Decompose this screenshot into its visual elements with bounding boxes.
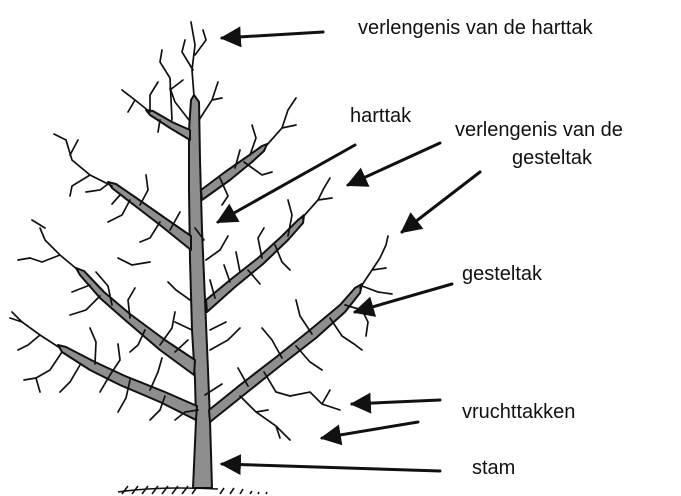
scaffold-middle-left xyxy=(76,268,195,375)
label-verlengenis-harttak: verlengenis van de harttak xyxy=(358,16,593,40)
label-stam: stam xyxy=(472,456,515,480)
label-vruchttakken: vruchttakken xyxy=(462,400,575,424)
label-gesteltak: gesteltak xyxy=(462,262,542,286)
pointer-arrows xyxy=(218,32,480,471)
label-verlengenis-gesteltak-line2: gesteltak xyxy=(512,146,592,170)
label-verlengenis-gesteltak-line1: verlengenis van de xyxy=(455,118,623,142)
branch-top-left xyxy=(146,110,190,140)
scaffold-lower-right xyxy=(209,284,362,422)
trunk-and-leader xyxy=(189,95,212,488)
arrow-vruchttakken-b xyxy=(322,422,418,438)
arrow-stam xyxy=(222,464,440,471)
arrow-verlengenis-gesteltak-b xyxy=(402,172,480,232)
label-harttak: harttak xyxy=(350,104,411,128)
arrow-verlengenis-gesteltak-a xyxy=(348,143,440,185)
tree-wood xyxy=(58,95,362,488)
arrow-verlengenis-harttak xyxy=(222,32,323,38)
arrow-vruchttakken-a xyxy=(352,400,440,404)
